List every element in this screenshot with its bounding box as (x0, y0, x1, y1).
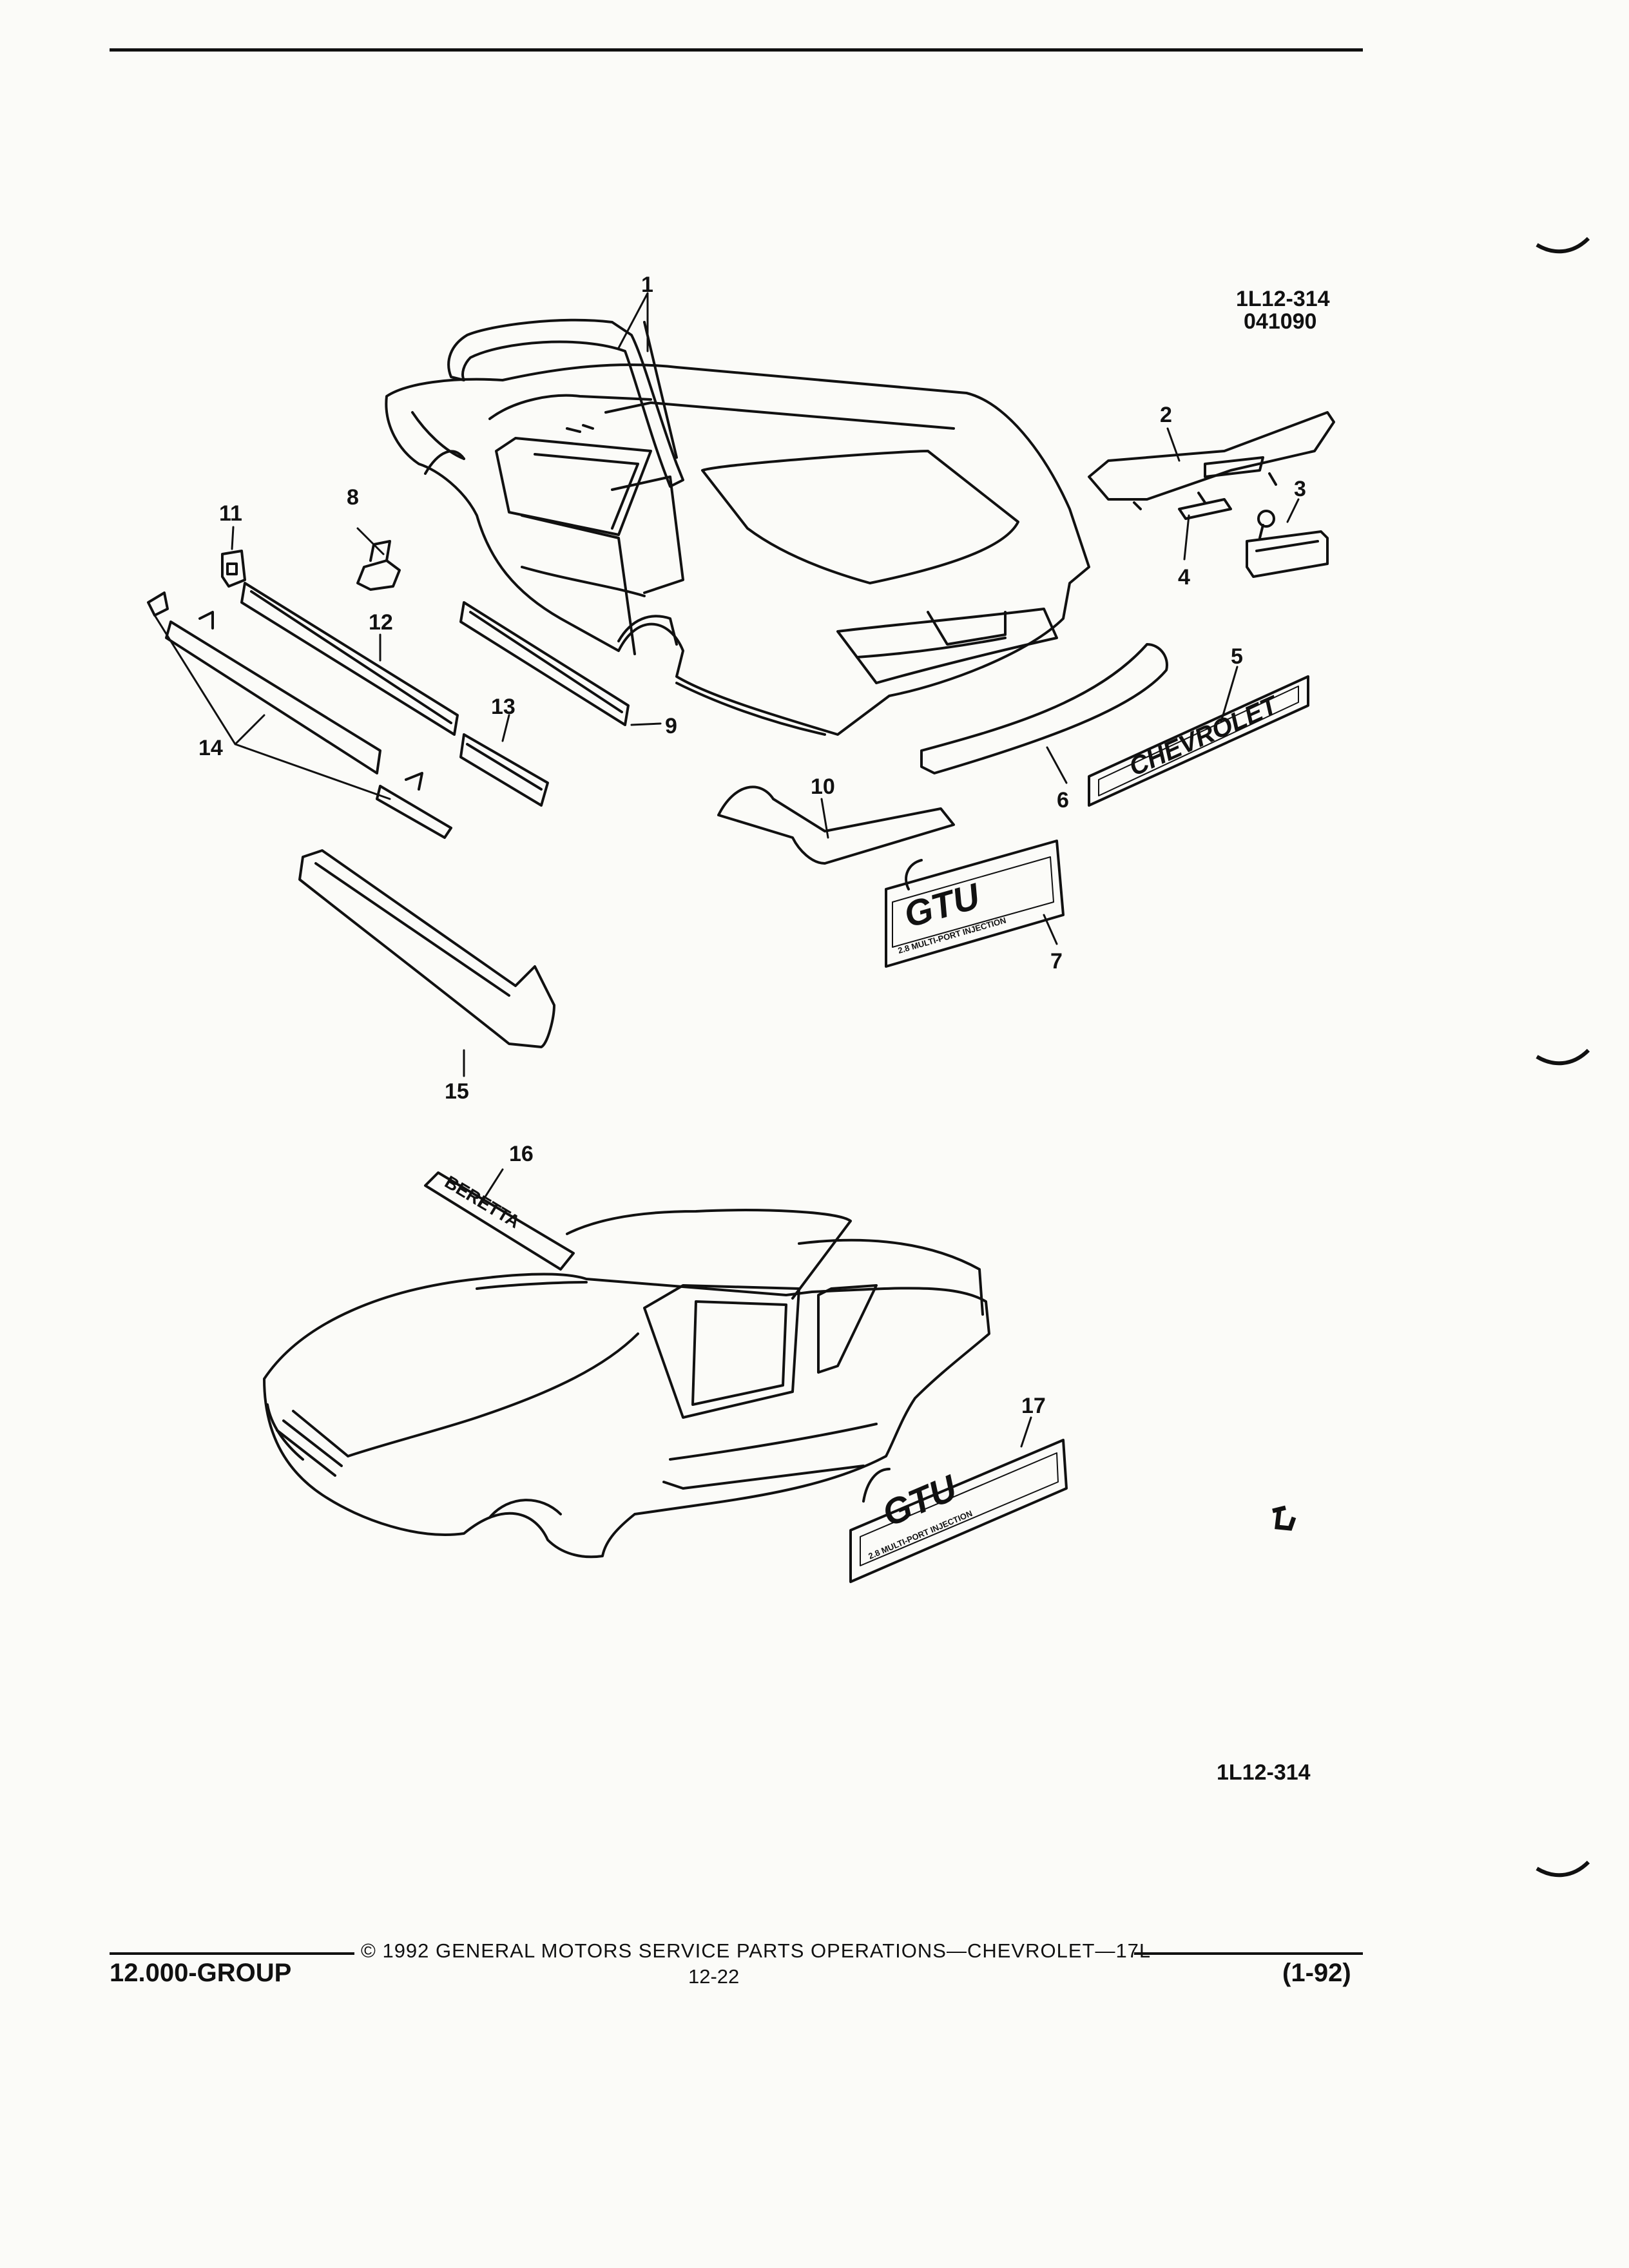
binder-mark-icon (1536, 1860, 1590, 1878)
reference-code: 1L12-314 (1236, 287, 1330, 311)
part-17-gtu-decal (849, 1439, 1068, 1583)
part-1-weatherstrip (447, 318, 684, 488)
callout-17: 17 (1021, 1394, 1046, 1418)
footer-date: (1-92) (1282, 1959, 1351, 1987)
footer-rule-right (1134, 1952, 1363, 1955)
callout-7: 7 (1050, 949, 1063, 974)
callout-14: 14 (198, 736, 223, 760)
part-10-bumper-corner (717, 785, 955, 865)
binder-mark-icon (1536, 1048, 1590, 1066)
footer-page-number: 12-22 (688, 1965, 740, 1988)
part-9-rocker-molding (459, 601, 630, 726)
callout-10: 10 (811, 774, 835, 799)
callout-6: 6 (1057, 788, 1069, 812)
callout-16: 16 (509, 1142, 534, 1166)
binder-mark-icon (1536, 236, 1590, 254)
callout-5: 5 (1231, 644, 1243, 669)
leader-lines (153, 292, 1300, 1448)
part-7-gtu-decal (885, 840, 1065, 968)
part-12-side-molding (240, 582, 459, 736)
part-14-lower-molding (147, 591, 452, 839)
callout-1: 1 (641, 273, 653, 297)
reference-code-bottom: 1L12-314 (1217, 1760, 1311, 1785)
part-6-rear-fascia (920, 643, 1168, 774)
callout-12: 12 (369, 610, 393, 635)
callout-9: 9 (665, 714, 677, 738)
callout-11: 11 (219, 501, 242, 526)
chevrolet-emblem-text: CHEVROLET (1125, 690, 1284, 782)
part-2-rear-spoiler (1088, 411, 1335, 510)
footer-group: 12.000-GROUP (110, 1959, 292, 1987)
part-5-chevrolet-emblem (1088, 675, 1309, 807)
top-rule (110, 48, 1363, 52)
callout-2: 2 (1160, 403, 1172, 427)
part-11-clip (221, 550, 246, 588)
rear-view-car-body (385, 363, 1090, 736)
part-13-door-molding (459, 733, 549, 807)
reference-date-code: 041090 (1244, 309, 1316, 334)
front-view-car-body (263, 1209, 990, 1559)
publisher-mark-icon (1272, 1505, 1296, 1531)
callout-13: 13 (491, 695, 516, 719)
part-15-rocker-extension (298, 849, 555, 1048)
callout-4: 4 (1178, 565, 1190, 590)
footer-rule-left (110, 1952, 354, 1955)
part-4-pad (1178, 498, 1232, 520)
part-3-brake-lamp (1246, 510, 1329, 578)
part-16-beretta-emblem (424, 1171, 575, 1271)
part-8-bracket (356, 540, 401, 591)
callout-15: 15 (445, 1079, 469, 1104)
callout-3: 3 (1294, 477, 1306, 501)
callout-8: 8 (347, 485, 359, 510)
footer-copyright: © 1992 GENERAL MOTORS SERVICE PARTS OPER… (361, 1939, 1152, 1962)
